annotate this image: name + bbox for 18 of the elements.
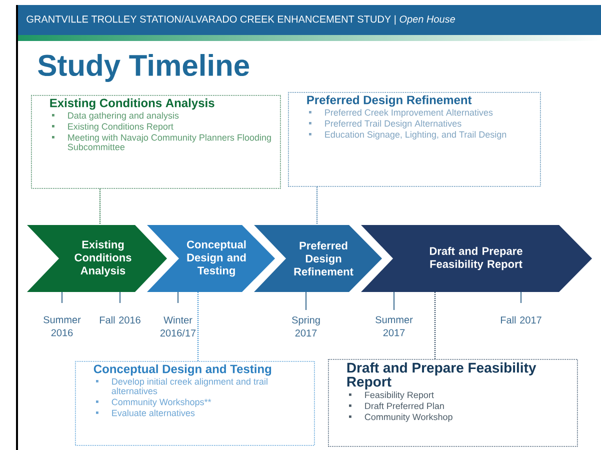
phase-band: Preferred Design Refinement [254, 225, 382, 292]
callout-box: Preferred Design Refinement Preferred Creek Improvement Alternatives Preferred Trail Design Alternatives Education Signage, Lighting, and Trail Design [288, 92, 541, 187]
connector-line [316, 186, 318, 226]
connector-line [434, 292, 436, 360]
title: Study Timeline [38, 54, 250, 82]
phase-band: Conceptual Design and Testing [147, 225, 275, 292]
date-label: Fall 2017 [500, 316, 542, 324]
header-text: GRANTVILLE TROLLEY STATION/ALVARADO CREEK ENHANCEMENT STUDY | Open House [26, 15, 455, 25]
date-label: Summer 2016 [44, 316, 81, 336]
date-label: Spring 2017 [292, 316, 320, 337]
date-label: Winter 2016/17 [160, 316, 196, 337]
callout-box: Conceptual Design and Testing Develop initial creek alignment and trail alternatives Community Workshops** Evaluate alternatives [75, 361, 315, 446]
date-label: Fall 2016 [100, 316, 140, 324]
phase-band: Draft and Prepare Feasibility Report [361, 225, 592, 292]
phase-band: Existing Conditions Analysis [27, 225, 167, 292]
callout-box: Existing Conditions Analysis Data gathering and analysis Existing Conditions Report Meeting with Navajo Community Planners Flooding Subcommittee [31, 95, 281, 189]
date-label: Summer 2017 [376, 316, 413, 336]
callout-box: Draft and Prepare Feasibility Report Feasibility Report Draft Preferred Plan Community Workshop [328, 359, 578, 447]
